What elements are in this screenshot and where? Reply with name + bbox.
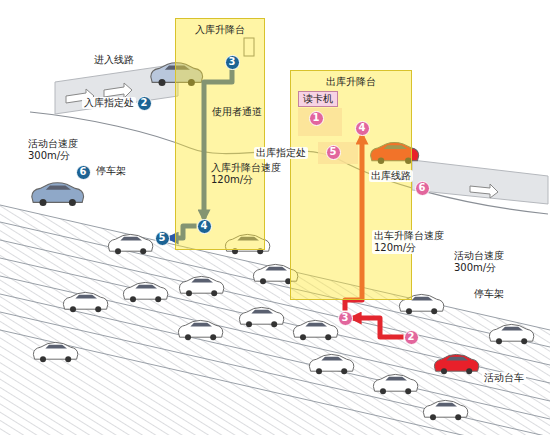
- annotation-label: 活动台车: [482, 372, 526, 384]
- node-text: 3: [342, 313, 349, 323]
- callout-number: 3: [225, 55, 240, 70]
- callout-number: 5: [326, 145, 341, 160]
- car-blue: [32, 183, 84, 206]
- annotation-label: 进入线路: [92, 54, 136, 66]
- ground-line: [30, 112, 548, 214]
- annotation-label: 活动台速度 300m/分: [26, 138, 80, 162]
- lift-tower: 出库升降台读卡机 1 4 5: [290, 70, 412, 300]
- node-text: 6: [419, 183, 426, 193]
- node-text: 读卡机: [303, 93, 333, 104]
- parking-rack: [0, 205, 550, 435]
- rack-rails: [0, 205, 550, 435]
- callout-number: 2: [404, 330, 419, 345]
- node-text: 5: [330, 147, 337, 157]
- callout-number: 5: [155, 231, 170, 246]
- annotation-label: 使用者通道: [212, 106, 262, 118]
- road-arrow: [104, 83, 132, 98]
- parked-cars: [33, 234, 533, 420]
- node-text: 6: [80, 167, 87, 177]
- node-text: 2: [408, 332, 415, 342]
- annotation-label: 入库升降台速度 120m/分: [211, 162, 281, 186]
- callout-number: 6: [76, 165, 91, 180]
- node-text: 2: [141, 98, 148, 108]
- node-text: 4: [201, 221, 208, 231]
- annotation-label: 出库指定处: [254, 147, 308, 159]
- lift-tower: 入库升降台 3 4: [175, 18, 265, 250]
- callout-number: 2: [137, 96, 152, 111]
- annotation-label: 停车架: [94, 165, 128, 177]
- callout-number: 1: [309, 111, 324, 126]
- node-text: 5: [159, 233, 166, 243]
- node-text: 4: [359, 123, 366, 133]
- annotation-label: 出车升降台速度 120m/分: [372, 230, 446, 254]
- road-arrow: [470, 184, 498, 198]
- annotation-label: 停车架: [472, 288, 506, 300]
- annotation-label: 出库线路: [369, 170, 413, 182]
- exit-road: [412, 160, 548, 204]
- node-text: 入库升降台: [176, 19, 264, 37]
- card-reader: 读卡机: [298, 91, 338, 107]
- callout-number: 3: [338, 311, 353, 326]
- callout-number: 4: [355, 121, 370, 136]
- annotation-label: 活动台速度 300m/分: [452, 250, 506, 274]
- car-red: [434, 354, 478, 374]
- flow-arrow: [353, 318, 404, 337]
- node-text: 3: [229, 57, 236, 67]
- node-text: 出库升降台: [291, 71, 411, 89]
- callout-number: 4: [197, 219, 212, 234]
- node-text: 1: [313, 113, 320, 123]
- annotation-label: 入库指定处: [82, 97, 136, 109]
- callout-number: 6: [415, 181, 430, 196]
